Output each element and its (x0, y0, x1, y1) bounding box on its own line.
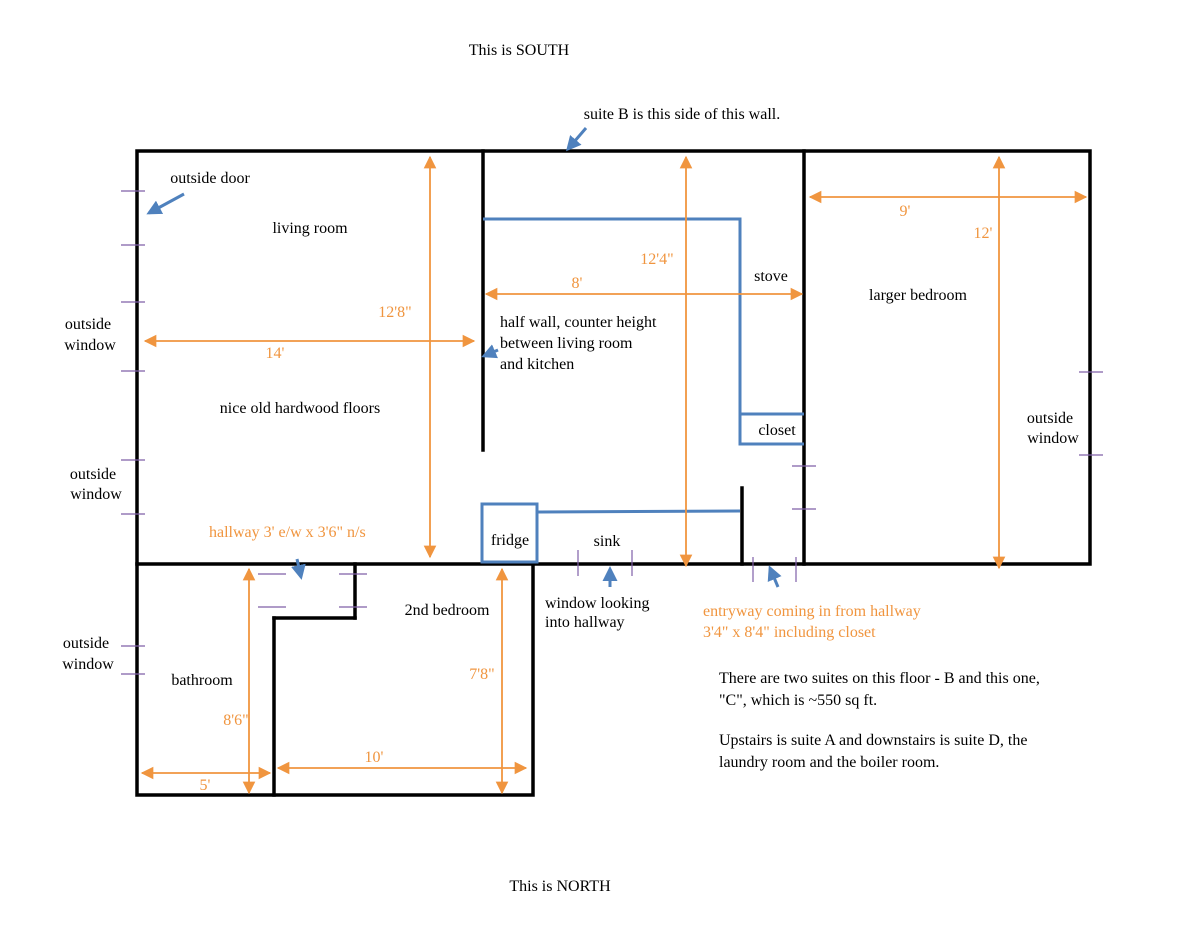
outside-window-1-line2: window (64, 337, 116, 354)
half-wall-label-line3: and kitchen (500, 356, 574, 373)
outside-window-2-line2: window (70, 486, 122, 503)
note-other-line2: laundry room and the boiler room. (719, 754, 939, 771)
closet-label: closet (758, 422, 796, 439)
hallway-label: hallway 3' e/w x 3'6" n/s (209, 524, 366, 541)
note-suites-line1: There are two suites on this floor - B a… (719, 670, 1040, 687)
outside-window-2-line1: outside (70, 466, 116, 483)
walls (135, 149, 1092, 797)
outside-window-3-line1: outside (63, 635, 109, 652)
fridge-box (480, 502, 539, 564)
entryway-pointer (767, 565, 782, 588)
outside-window-1-line1: outside (65, 316, 111, 333)
living-room-label: living room (272, 220, 348, 237)
north-label: This is NORTH (509, 878, 611, 895)
stove-label: stove (754, 268, 788, 285)
living-width-label: 14' (266, 345, 285, 362)
window-ticks (121, 190, 1103, 675)
bath-height-label: 8'6" (223, 712, 248, 729)
lower-counter (537, 509, 741, 514)
sink-label: sink (594, 533, 621, 550)
window-hallway-line2: into hallway (545, 614, 625, 631)
fridge-label: fridge (491, 532, 529, 549)
window-hallway-line1: window looking (545, 595, 649, 612)
lower-rooms-outline (135, 562, 535, 797)
main-suite-outline (135, 149, 1092, 566)
second-bedroom-label: 2nd bedroom (405, 602, 490, 619)
half-wall-label-line1: half wall, counter height (500, 314, 657, 331)
entryway-line1: entryway coming in from hallway (703, 603, 921, 620)
closet-outline (738, 414, 804, 446)
pointer-arrows (146, 127, 782, 588)
hardwood-label: nice old hardwood floors (220, 400, 380, 417)
living-depth-label: 12'8" (378, 304, 411, 321)
suite-b-wall-label: suite B is this side of this wall. (584, 106, 780, 123)
dimension-lines (140, 155, 1088, 795)
half-wall-label-line2: between living room (500, 335, 633, 352)
bedroom-depth-label: 12' (974, 225, 993, 242)
bed2-width-label: 10' (365, 749, 384, 766)
note-other-line1: Upstairs is suite A and downstairs is su… (719, 732, 1027, 749)
outside-door-label: outside door (170, 170, 250, 187)
hallway-pointer (291, 558, 306, 580)
bed2-height-label: 7'8" (469, 666, 494, 683)
south-label: This is SOUTH (469, 42, 570, 59)
kitchen-depth-label: 12'4" (640, 251, 673, 268)
upper-counter (483, 217, 804, 416)
outside-door-pointer (146, 192, 185, 215)
outside-window-3-line2: window (62, 656, 114, 673)
entryway-line2: 3'4" x 8'4" including closet (703, 624, 876, 641)
bedroom-width-label: 9' (900, 203, 911, 220)
bathroom-label: bathroom (171, 672, 233, 689)
half-wall-pointer (481, 344, 499, 359)
suite-b-pointer (566, 127, 588, 152)
larger-bedroom-label: larger bedroom (869, 287, 967, 304)
note-suites-line2: "C", which is ~550 sq ft. (719, 692, 877, 709)
kitchen-counters (480, 217, 804, 564)
kitchen-width-label: 8' (572, 275, 583, 292)
bath-width-label: 5' (200, 777, 211, 794)
bedroom-window-line1: outside (1027, 410, 1073, 427)
bedroom-window-line2: window (1027, 430, 1079, 447)
